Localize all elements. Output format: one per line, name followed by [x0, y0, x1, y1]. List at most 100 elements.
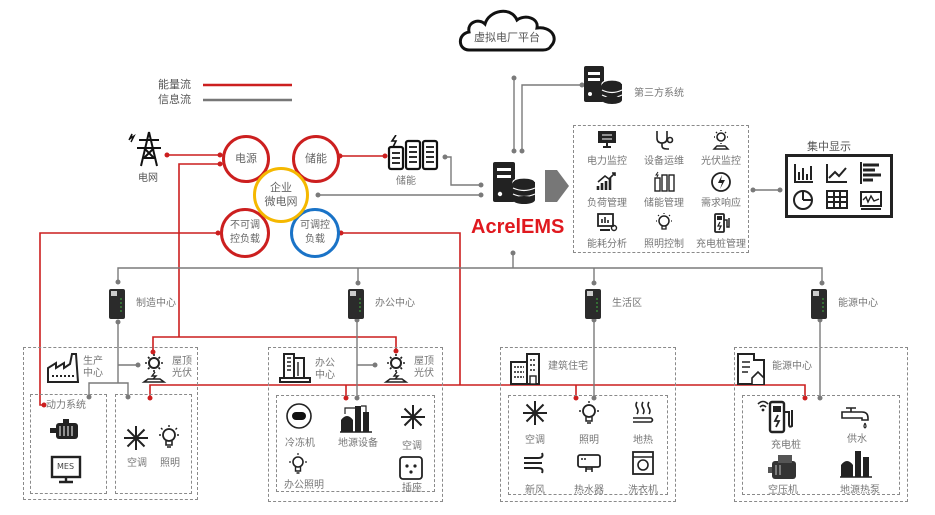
function-panel [573, 125, 749, 253]
bulb-icon [579, 401, 599, 424]
gateway-label: 能源中心 [838, 298, 878, 309]
office-title: 办公中心 [315, 358, 335, 381]
legend-energy-label: 能量流 [158, 78, 191, 91]
motor-icon [50, 419, 78, 439]
heat-pump-icon [840, 451, 872, 478]
energy-center-icon [737, 353, 765, 385]
energy-devices-subzone [742, 395, 900, 495]
battery-icon [654, 171, 675, 192]
energy-compressor-label: 空压机 [768, 485, 798, 496]
living-device[interactable]: 洗衣机 [627, 450, 659, 496]
microgrid-center-line2: 微电网 [264, 195, 298, 208]
power-system-label: 动力系统 [46, 400, 86, 411]
mes-label: MES [57, 462, 75, 471]
function-item[interactable]: 负荷管理 [577, 170, 637, 209]
third-party-label[interactable]: 第三方系统 [634, 88, 684, 99]
living-title: 建筑住宅 [548, 361, 588, 372]
manufacturing-ac-label: 空调 [127, 458, 147, 469]
office-chiller-label: 冷冻机 [285, 438, 315, 449]
power-source-label: 电源 [235, 152, 257, 165]
charger-icon [714, 213, 730, 233]
gateway-device-icon [109, 289, 125, 319]
bulb-icon [159, 425, 179, 448]
battery-label: 储能 [396, 176, 416, 187]
living-device[interactable]: 照明 [573, 400, 605, 446]
dashboard-display-icon[interactable] [785, 154, 893, 218]
function-label: 充电桩管理 [696, 239, 746, 250]
function-item[interactable]: 能耗分析 [577, 211, 637, 250]
info-flow-dots [86, 75, 825, 401]
water-tap-icon [841, 407, 869, 429]
living-device-label: 热水器 [574, 485, 604, 496]
fresh-air-icon [524, 452, 544, 474]
lightning-circle-icon [711, 172, 731, 192]
manufacturing-title: 生产中心 [83, 356, 103, 379]
energy-water-label: 供水 [847, 434, 867, 445]
floor-heating-icon [633, 401, 654, 423]
office-ac-label: 空调 [402, 441, 422, 452]
rooftop-pv-icon [141, 354, 167, 383]
storage-label: 储能 [305, 152, 327, 165]
socket-icon [399, 456, 423, 480]
factory-icon [47, 353, 80, 383]
server-database-icon [584, 66, 623, 104]
function-item[interactable]: 电力监控 [577, 128, 637, 167]
display-title: 集中显示 [807, 140, 851, 153]
cloud-label[interactable]: 虚拟电厂平台 [474, 31, 540, 44]
living-device-label: 洗衣机 [628, 485, 658, 496]
power-tower-icon [128, 131, 161, 167]
snowflake-icon [523, 401, 547, 425]
living-device[interactable]: 热水器 [573, 450, 605, 496]
grid-label: 电网 [138, 173, 158, 184]
living-devices-subzone [508, 395, 668, 495]
gateway-device-icon [585, 289, 601, 319]
info-flow-lines [88, 78, 823, 398]
living-device[interactable]: 地热 [627, 400, 659, 446]
non-adjustable-line2: 控负载 [230, 234, 260, 245]
function-item[interactable]: 光伏监控 [691, 128, 751, 167]
hbar-chart-icon [860, 162, 881, 184]
function-label: 电力监控 [587, 156, 627, 167]
non-adjustable-load-node[interactable]: 不可调控负载 [220, 208, 270, 258]
function-item[interactable]: 设备运维 [634, 128, 694, 167]
energy-charger-label: 充电桩 [771, 440, 801, 451]
energy-title: 能源中心 [772, 361, 812, 372]
air-compressor-icon [768, 455, 796, 479]
snowflake-icon [124, 426, 148, 450]
function-item[interactable]: 储能管理 [634, 170, 694, 209]
office-pv-label: 屋顶光伏 [414, 356, 434, 379]
living-device[interactable]: 新风 [519, 450, 551, 496]
office-socket-label: 插座 [402, 483, 422, 494]
storage-node[interactable]: 储能 [292, 135, 340, 183]
washing-machine-icon [632, 451, 654, 475]
growth-chart-icon [596, 172, 616, 190]
legend-info-label: 信息流 [158, 93, 191, 106]
energy-flow-dots [41, 152, 808, 408]
ground-source-equipment-icon [340, 405, 372, 433]
function-item[interactable]: 充电桩管理 [691, 211, 751, 250]
function-label: 能耗分析 [587, 239, 627, 250]
energy-heat-pump-label: 地源热泵 [840, 485, 880, 496]
function-label: 照明控制 [644, 239, 684, 250]
function-label: 储能管理 [644, 198, 684, 209]
living-device-label: 地热 [633, 435, 653, 446]
microgrid-center-node[interactable]: 企业微电网 [253, 167, 309, 223]
living-device-label: 照明 [579, 435, 599, 446]
living-device-label: 空调 [525, 435, 545, 446]
solar-icon [712, 130, 730, 150]
living-zone [500, 347, 676, 502]
office-devices-subzone [276, 395, 435, 492]
bulb-icon [656, 213, 672, 230]
battery-storage-icon [387, 135, 439, 171]
pie-chart-icon [793, 190, 813, 210]
living-device-label: 新风 [525, 485, 545, 496]
energy-flow-lines [39, 154, 806, 406]
gateway-label: 办公中心 [375, 298, 415, 309]
office-bulb-icon [289, 453, 307, 474]
living-device[interactable]: 空调 [519, 400, 551, 446]
function-item[interactable]: 照明控制 [634, 211, 694, 250]
function-item[interactable]: 需求响应 [691, 170, 751, 209]
power-system-subzone [30, 394, 107, 494]
function-label: 需求响应 [701, 198, 741, 209]
